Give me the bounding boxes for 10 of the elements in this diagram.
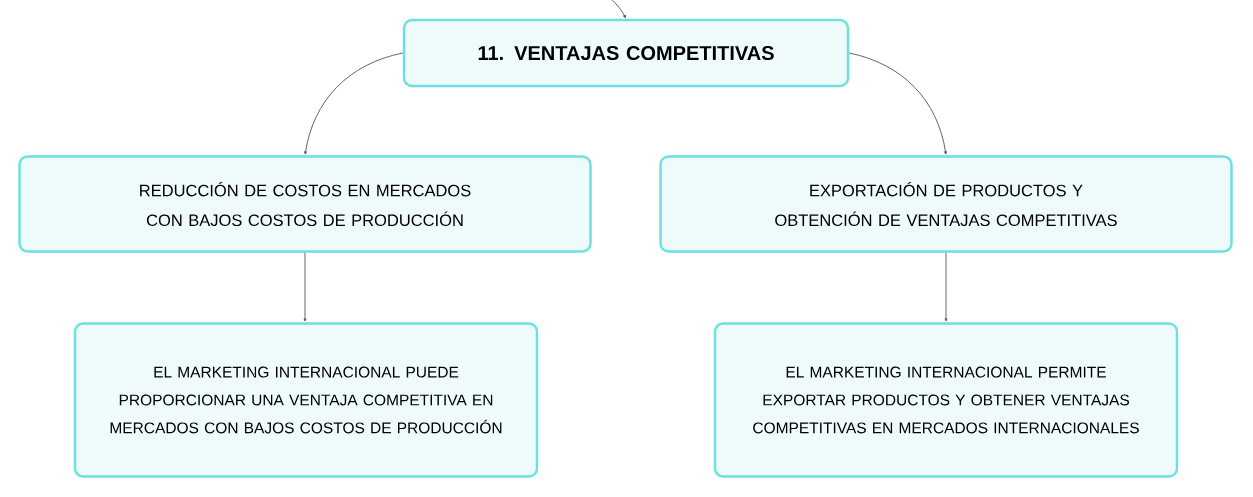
topic-box: REDUCCIÓN DE COSTOS EN MERCADOS CON BAJOS COSTOS DE PRODUCCIÓN: [18, 155, 592, 253]
arrow: [304, 52, 404, 155]
arrow: [609, 0, 626, 19]
arrow: [944, 252, 948, 322]
topic-box: EL MARKETING INTERNACIONAL PUEDE PROPORCIONAR UNA VENTAJA COMPETITIVA EN MERCADOS CON BAJOS COSTOS DE PRODUCCIÓN: [73, 322, 539, 478]
arrow: [303, 252, 307, 322]
topic-box: EL MARKETING INTERNACIONAL PERMITE EXPORTAR PRODUCTOS Y OBTENER VENTAJAS COMPETITIVAS EN MERCADOS INTERNACIONALES: [713, 322, 1179, 478]
title-box: 11. VENTAJAS COMPETITIVAS: [402, 18, 850, 88]
arrow: [848, 52, 947, 155]
topic-box: EXPORTACIÓN DE PRODUCTOS Y OBTENCIÓN DE VENTAJAS COMPETITIVAS: [659, 155, 1233, 253]
